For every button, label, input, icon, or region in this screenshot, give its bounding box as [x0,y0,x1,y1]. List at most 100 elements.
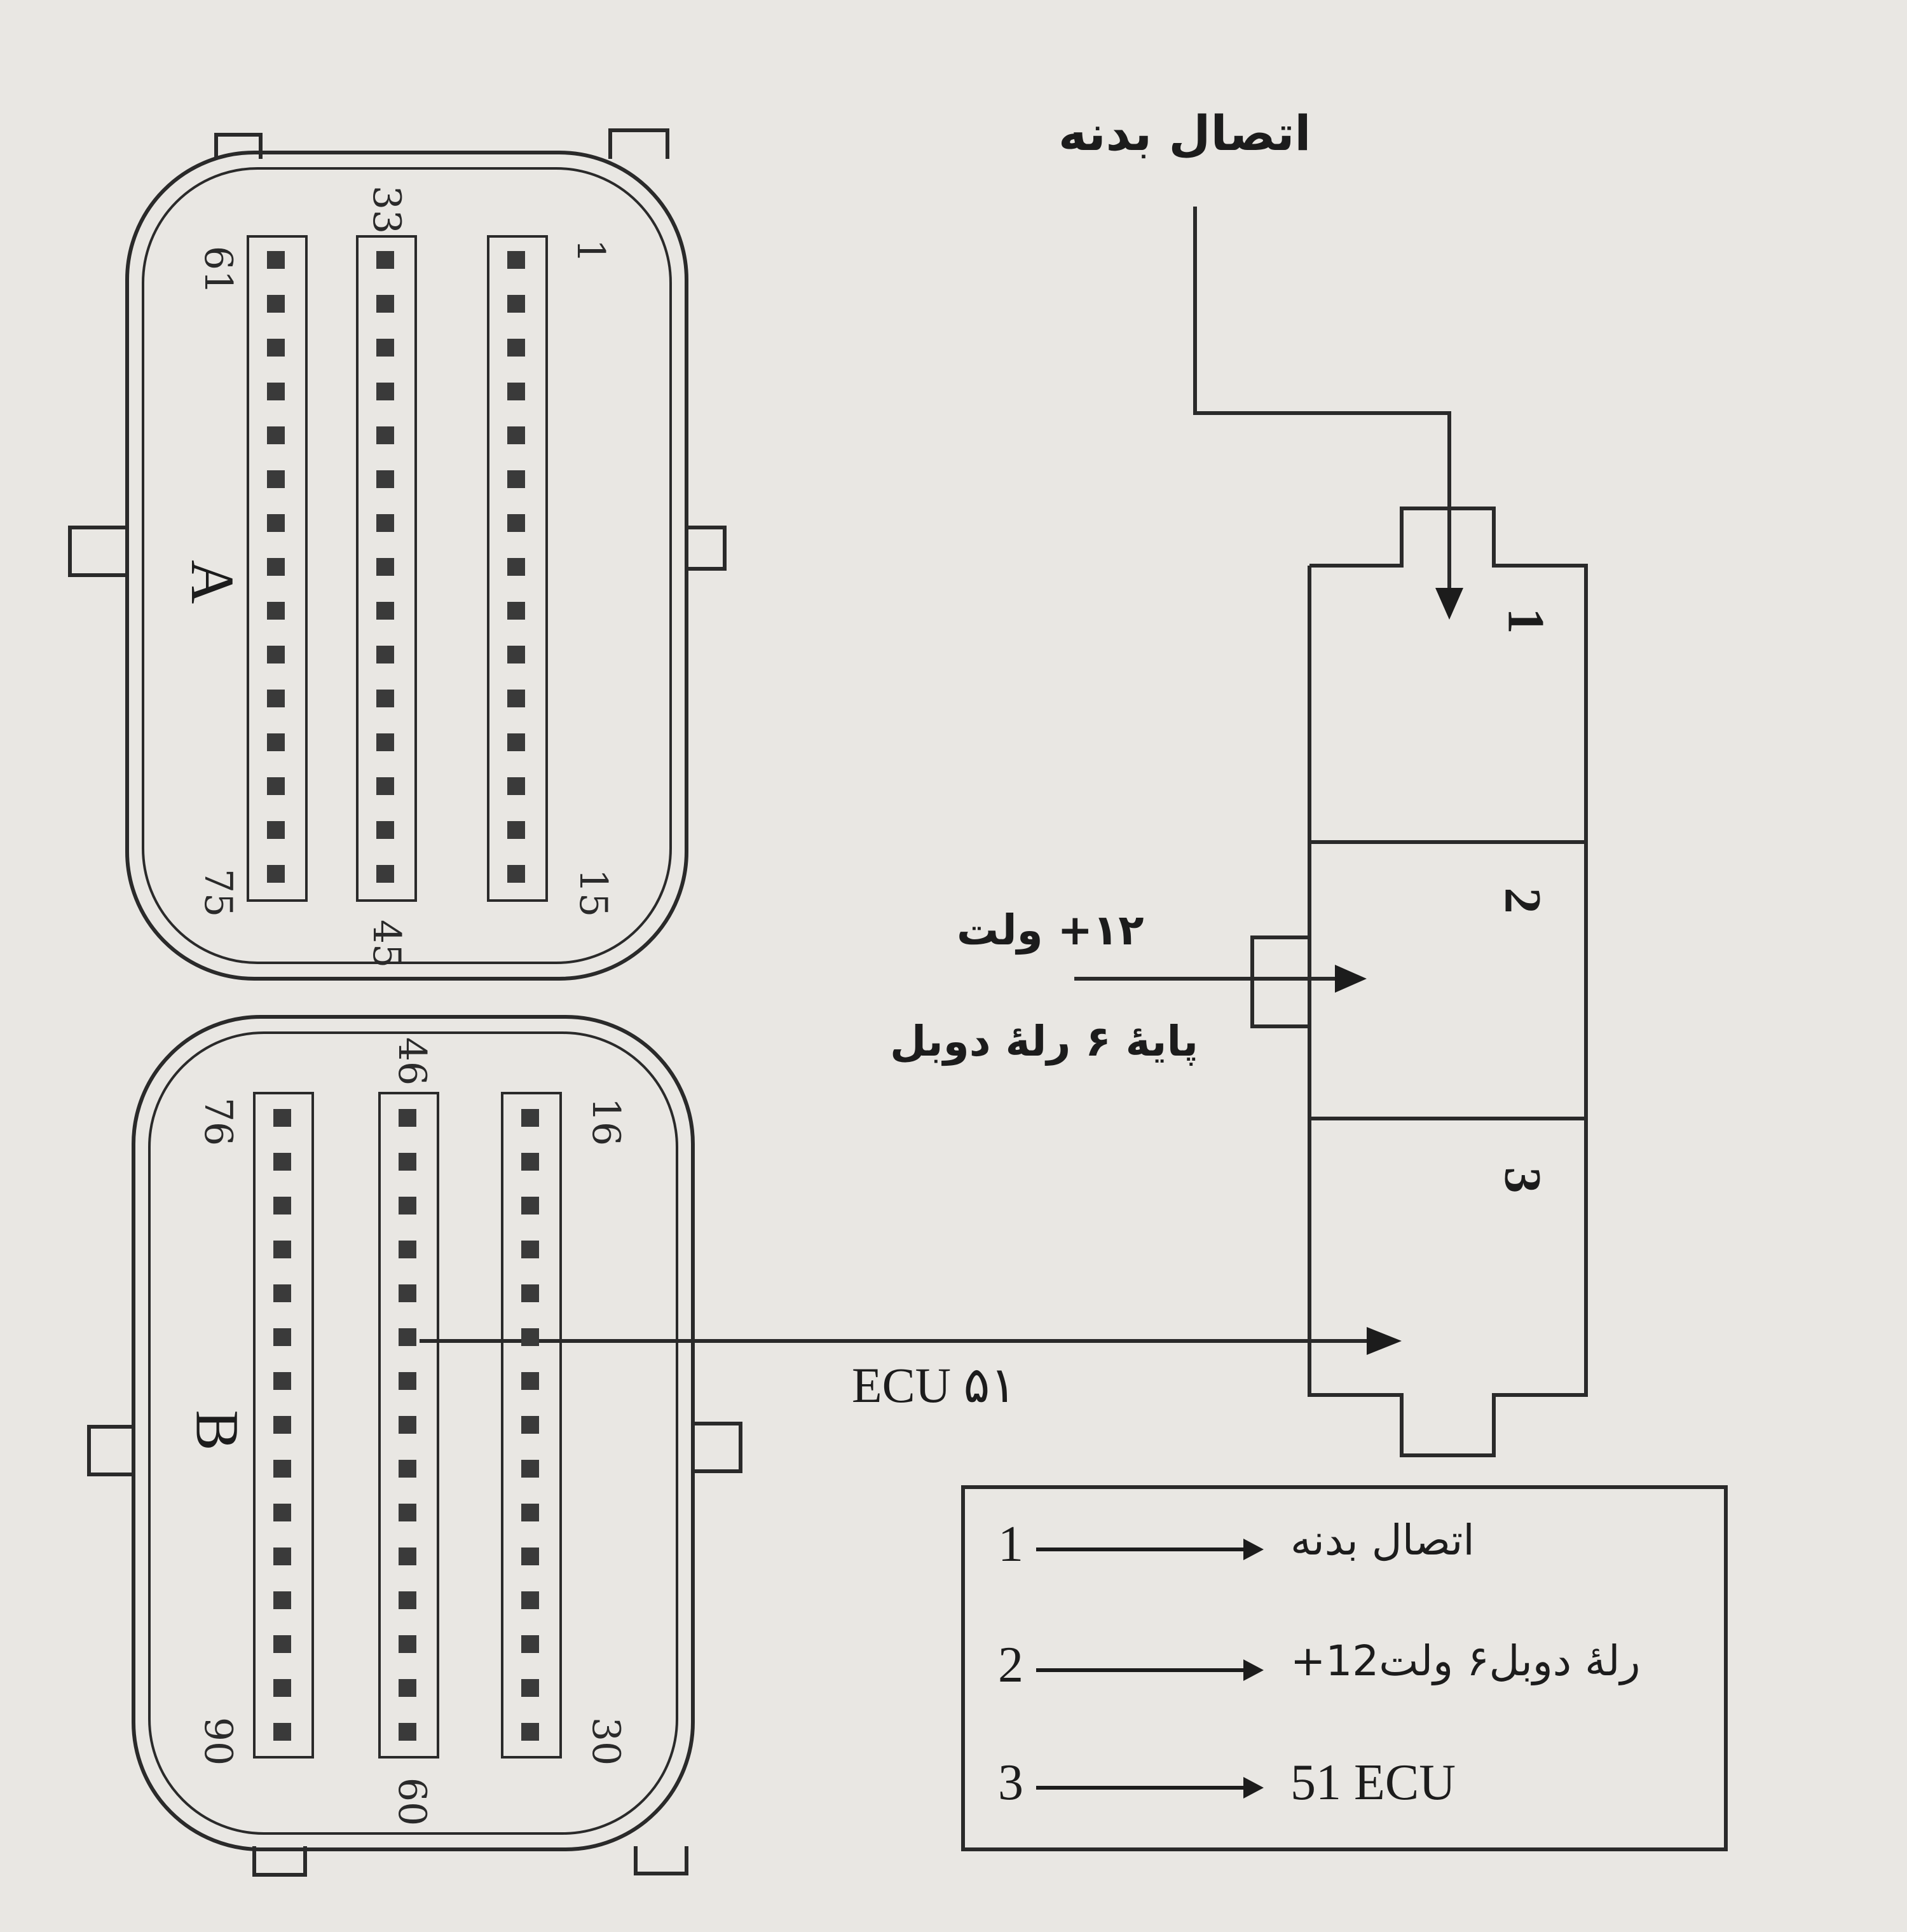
ecu51-label: ۵۱ ECU [852,1357,1017,1413]
connector-pin [507,821,525,839]
pin-label-a-75: 75 [196,868,241,918]
connector-pin [376,777,394,795]
connector-pin [376,426,394,444]
connector-pin [376,295,394,313]
connector-pin [399,1197,416,1214]
connector-pin [376,733,394,751]
connector-pin [507,733,525,751]
connector-pin [376,646,394,663]
connector-pin [521,1591,539,1609]
connector-pin [399,1328,416,1346]
connector-pin [273,1548,291,1565]
connector-pin [273,1328,291,1346]
connector-pin [376,339,394,357]
connector-pin [507,339,525,357]
connector-pin [267,470,285,488]
plus12-label: ۱۲+ ولت [957,906,1144,955]
connector-pin [267,426,285,444]
connector-pin [507,426,525,444]
connector-pin [267,514,285,532]
connector-pin [521,1153,539,1171]
connector-pin [273,1197,291,1214]
connector-pin [507,251,525,269]
connector-pin [399,1635,416,1653]
connector-pin [376,558,394,576]
connector-pin [267,865,285,883]
pin6-relay-label: پایهٔ ۶ رلهٔ دوبل [890,1017,1199,1066]
connector-pin [267,558,285,576]
connector-pin [507,470,525,488]
connector-pin [273,1504,291,1521]
connector-pin [273,1284,291,1302]
pin-label-a-45: 45 [364,919,409,969]
connector-pin [521,1635,539,1653]
connector-pin [399,1241,416,1258]
ground-wire [1193,207,1451,597]
connector-pin [399,1416,416,1434]
connector-pin [521,1197,539,1214]
legend-arrow-1 [1036,1539,1264,1560]
pin-label-b-90: 90 [196,1717,241,1766]
connector-pin [521,1416,539,1434]
connector-pin [267,383,285,400]
connector-pin [273,1723,291,1741]
connector-pin [376,251,394,269]
connector-pin [267,602,285,620]
connector-pin [521,1328,539,1346]
pin-label-a-33: 33 [364,185,409,235]
pin-label-b-46: 46 [390,1037,435,1086]
connector-b-shell [87,1015,742,1877]
connector-pin [507,514,525,532]
connector-pin [521,1723,539,1741]
connector-pin [267,295,285,313]
connector-pin [507,865,525,883]
terminal-1-number: 1 [1497,608,1555,634]
connector-pin [521,1284,539,1302]
connector-pin [521,1460,539,1478]
connector-pin [507,602,525,620]
terminal-block [1250,507,1588,1457]
connector-pin [376,514,394,532]
connector-pin [507,295,525,313]
legend-arrow-2 [1036,1659,1264,1681]
terminal-2-number: 2 [1494,887,1552,914]
connector-pin [273,1372,291,1390]
pin-label-b-30: 30 [584,1717,629,1766]
connector-pin [507,690,525,707]
connector-pin [399,1284,416,1302]
connector-pin [521,1548,539,1565]
pin-label-a-1: 1 [568,238,613,264]
ground-label: اتصال بدنه [1058,105,1311,161]
connector-pin [399,1372,416,1390]
connector-pin [376,690,394,707]
legend-arrow-3 [1036,1777,1264,1799]
connector-pin [267,821,285,839]
connector-a-shell [68,128,727,981]
connector-pin [521,1241,539,1258]
legend-num-3: 3 [998,1755,1023,1811]
connector-pin [267,251,285,269]
terminal-3-number: 3 [1494,1167,1552,1194]
connector-a-letter: A [179,559,247,604]
connector-pin [273,1635,291,1653]
connector-pin [267,733,285,751]
connector-pin [273,1591,291,1609]
connector-pin [521,1109,539,1127]
connector-pin [399,1548,416,1565]
connector-pin [376,602,394,620]
legend-num-2: 2 [998,1637,1023,1693]
legend-num-1: 1 [998,1516,1023,1572]
connector-pin [273,1416,291,1434]
connector-pin [521,1679,539,1697]
connector-pin [399,1504,416,1521]
legend-text-3: 51 ECU [1290,1755,1456,1811]
connector-pin [267,777,285,795]
legend-row-2: 2 رلهٔ دوبل۶ ولت12+ [998,1636,1697,1706]
connector-pin [267,690,285,707]
pin-label-a-15: 15 [571,868,616,918]
pin-label-b-76: 76 [196,1097,241,1146]
connector-pin [521,1372,539,1390]
connector-pin [376,865,394,883]
connector-pin [273,1109,291,1127]
connector-b-letter: B [183,1410,252,1451]
